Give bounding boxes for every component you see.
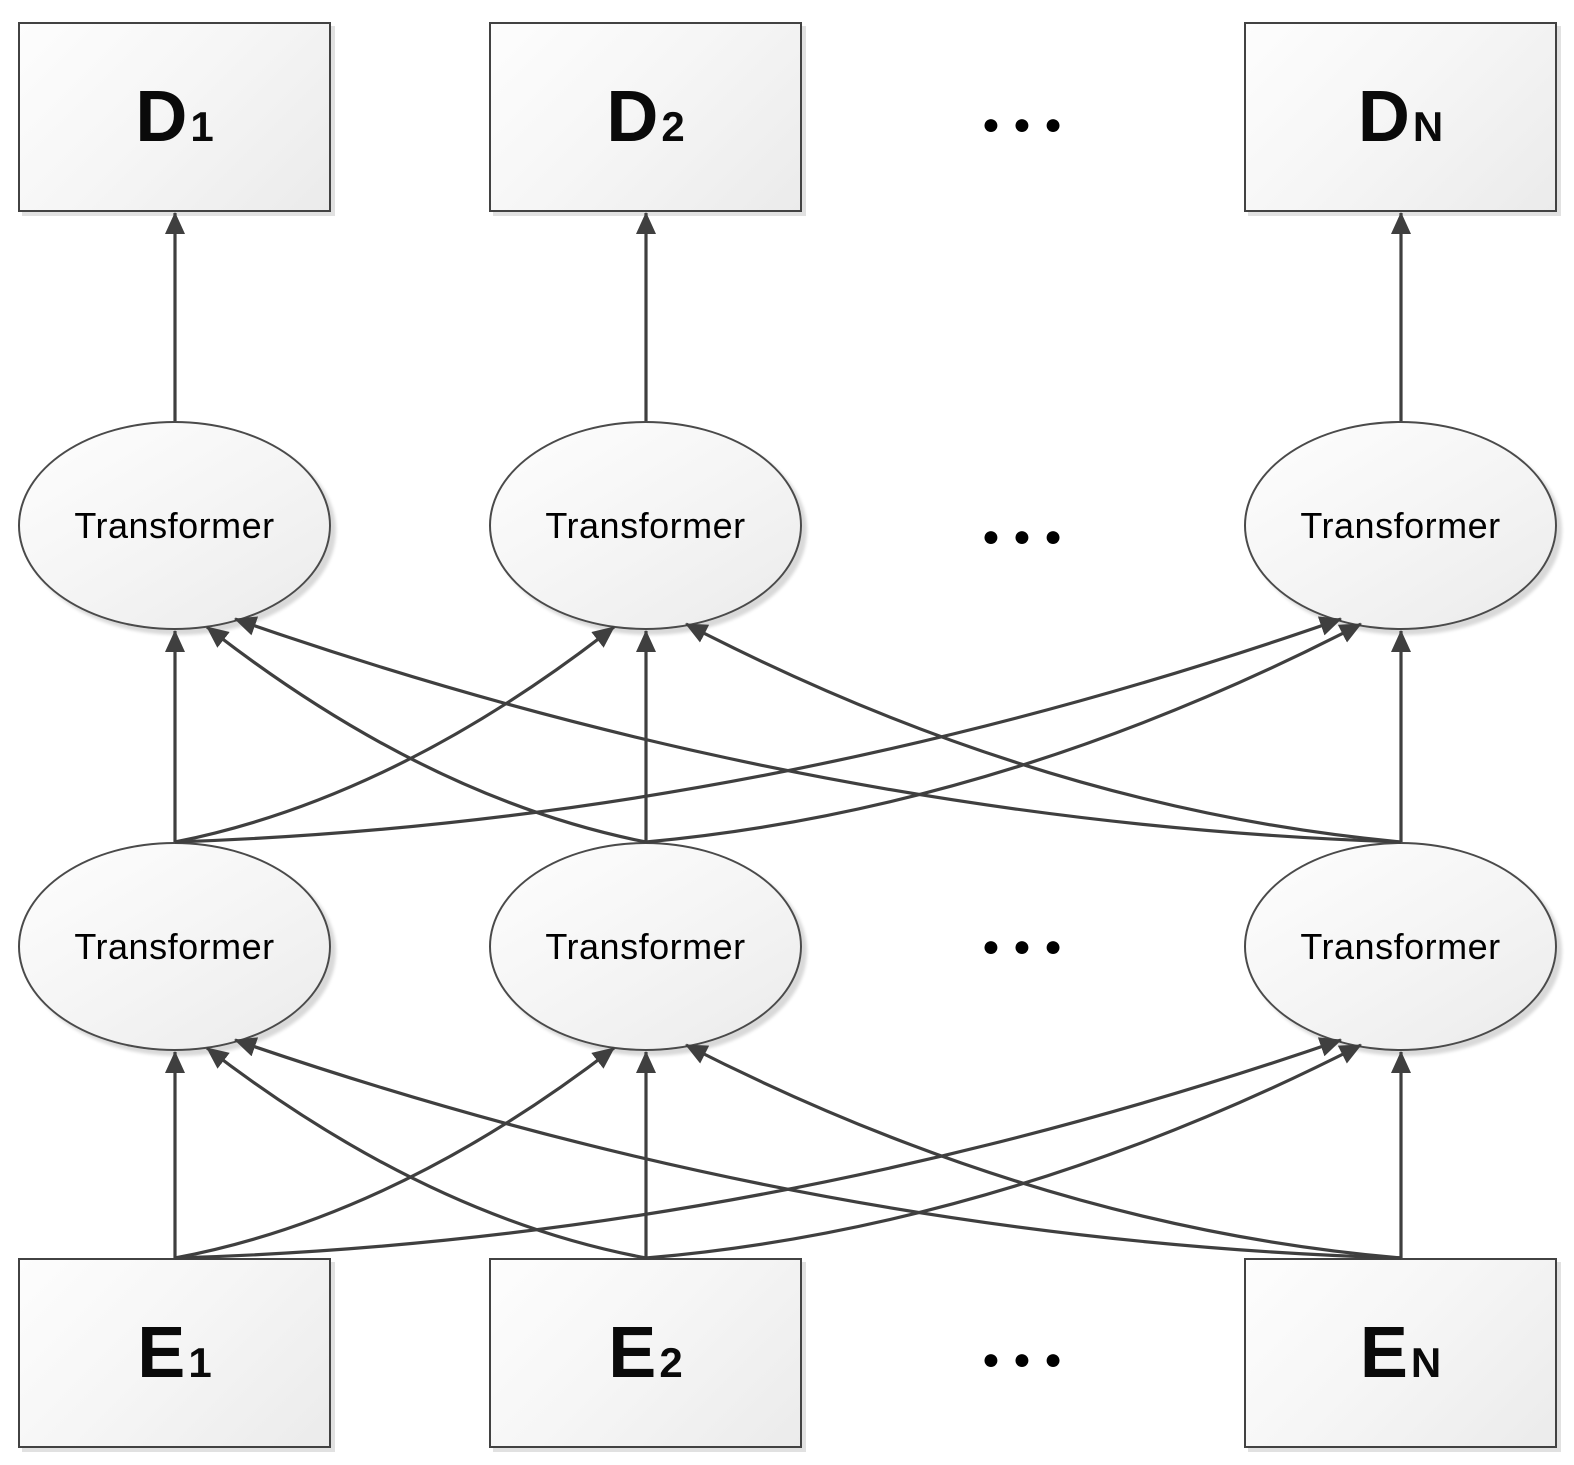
transformer-upper-1: Transformer (18, 421, 331, 630)
ellipsis-decoder-row: ●●● (981, 108, 1076, 141)
transformer-label: Transformer (545, 504, 746, 546)
edge-tln-to-tu2 (685, 622, 1402, 844)
transformer-label: Transformer (1300, 504, 1501, 546)
edge-tl1-to-tun (174, 616, 1342, 844)
edge-e1-to-tl2 (174, 1046, 615, 1260)
edge-tl2-to-tun (645, 622, 1362, 844)
ellipsis-encoder-row: ●●● (981, 1343, 1076, 1376)
ellipsis-lower-transformer-row: ●●● (981, 930, 1076, 963)
edge-tln-to-tu1 (234, 616, 1402, 844)
transformer-label: Transformer (545, 925, 746, 967)
edge-en-to-tl2 (685, 1043, 1402, 1260)
ellipsis-upper-transformer-row: ●●● (981, 520, 1076, 553)
transformer-lower-n: Transformer (1244, 842, 1557, 1051)
transformer-lower-1: Transformer (18, 842, 331, 1051)
edge-e2-to-tl1 (206, 1046, 647, 1260)
transformer-label: Transformer (74, 504, 275, 546)
transformer-label: Transformer (1300, 925, 1501, 967)
transformer-upper-2: Transformer (489, 421, 802, 630)
edge-tl2-to-tu1 (206, 625, 647, 844)
transformer-upper-n: Transformer (1244, 421, 1557, 630)
edge-en-to-tl1 (234, 1037, 1402, 1260)
edge-e1-to-tln (174, 1037, 1342, 1260)
transformer-label: Transformer (74, 925, 275, 967)
transformer-lower-2: Transformer (489, 842, 802, 1051)
edge-tl1-to-tu2 (174, 625, 615, 844)
edge-e2-to-tln (645, 1043, 1362, 1260)
